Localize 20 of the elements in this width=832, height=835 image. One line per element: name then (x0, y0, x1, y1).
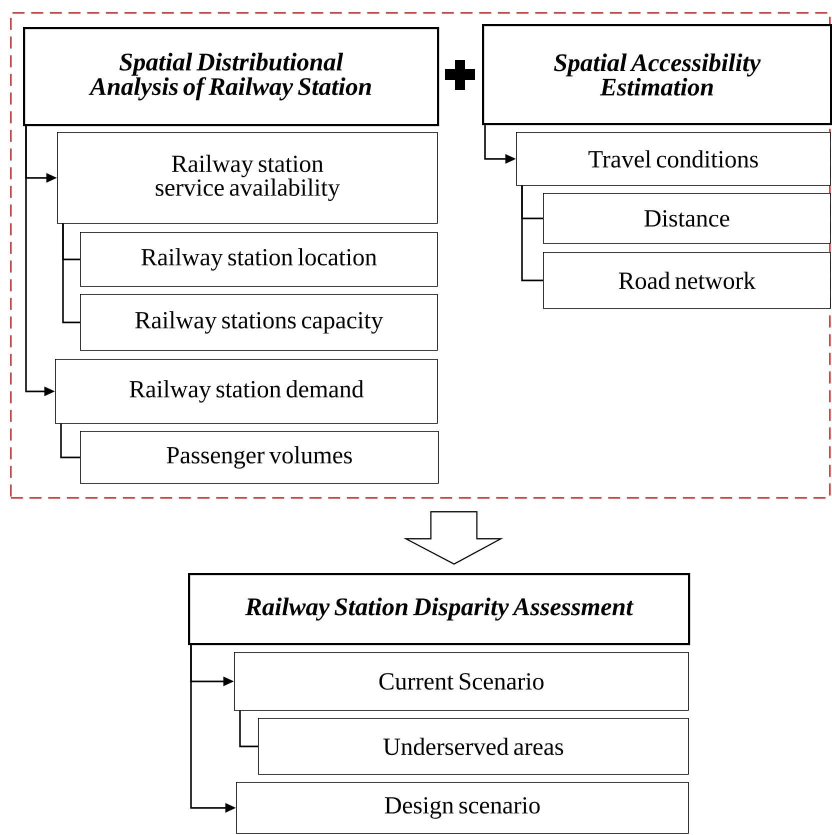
connector-line (62, 224, 80, 324)
item-box: Underserved areas (258, 718, 689, 775)
header-box: Railway Station Disparity Assessment (188, 573, 690, 646)
connector-line (239, 710, 258, 748)
item-box: Railway station service availability (57, 132, 438, 224)
item-box: Road network (543, 252, 831, 309)
dashed-group-frame (10, 12, 831, 499)
header-box: Spatial Accessibility Estimation (482, 24, 832, 126)
hollow-arrow (403, 511, 504, 565)
connector-line (60, 424, 80, 458)
connector-line (521, 186, 543, 282)
header-box: Spatial Distributional Analysis of Railway Station (23, 27, 440, 126)
item-box: Design scenario (236, 782, 689, 834)
item-box: Distance (543, 193, 831, 244)
item-box: Passenger volumes (80, 431, 439, 484)
item-box: Railway stations capacity (80, 294, 438, 351)
item-box: Railway station location (80, 232, 438, 287)
item-box: Railway station demand (55, 359, 438, 424)
item-box: Travel conditions (516, 132, 831, 186)
item-box: Current Scenario (234, 652, 689, 711)
